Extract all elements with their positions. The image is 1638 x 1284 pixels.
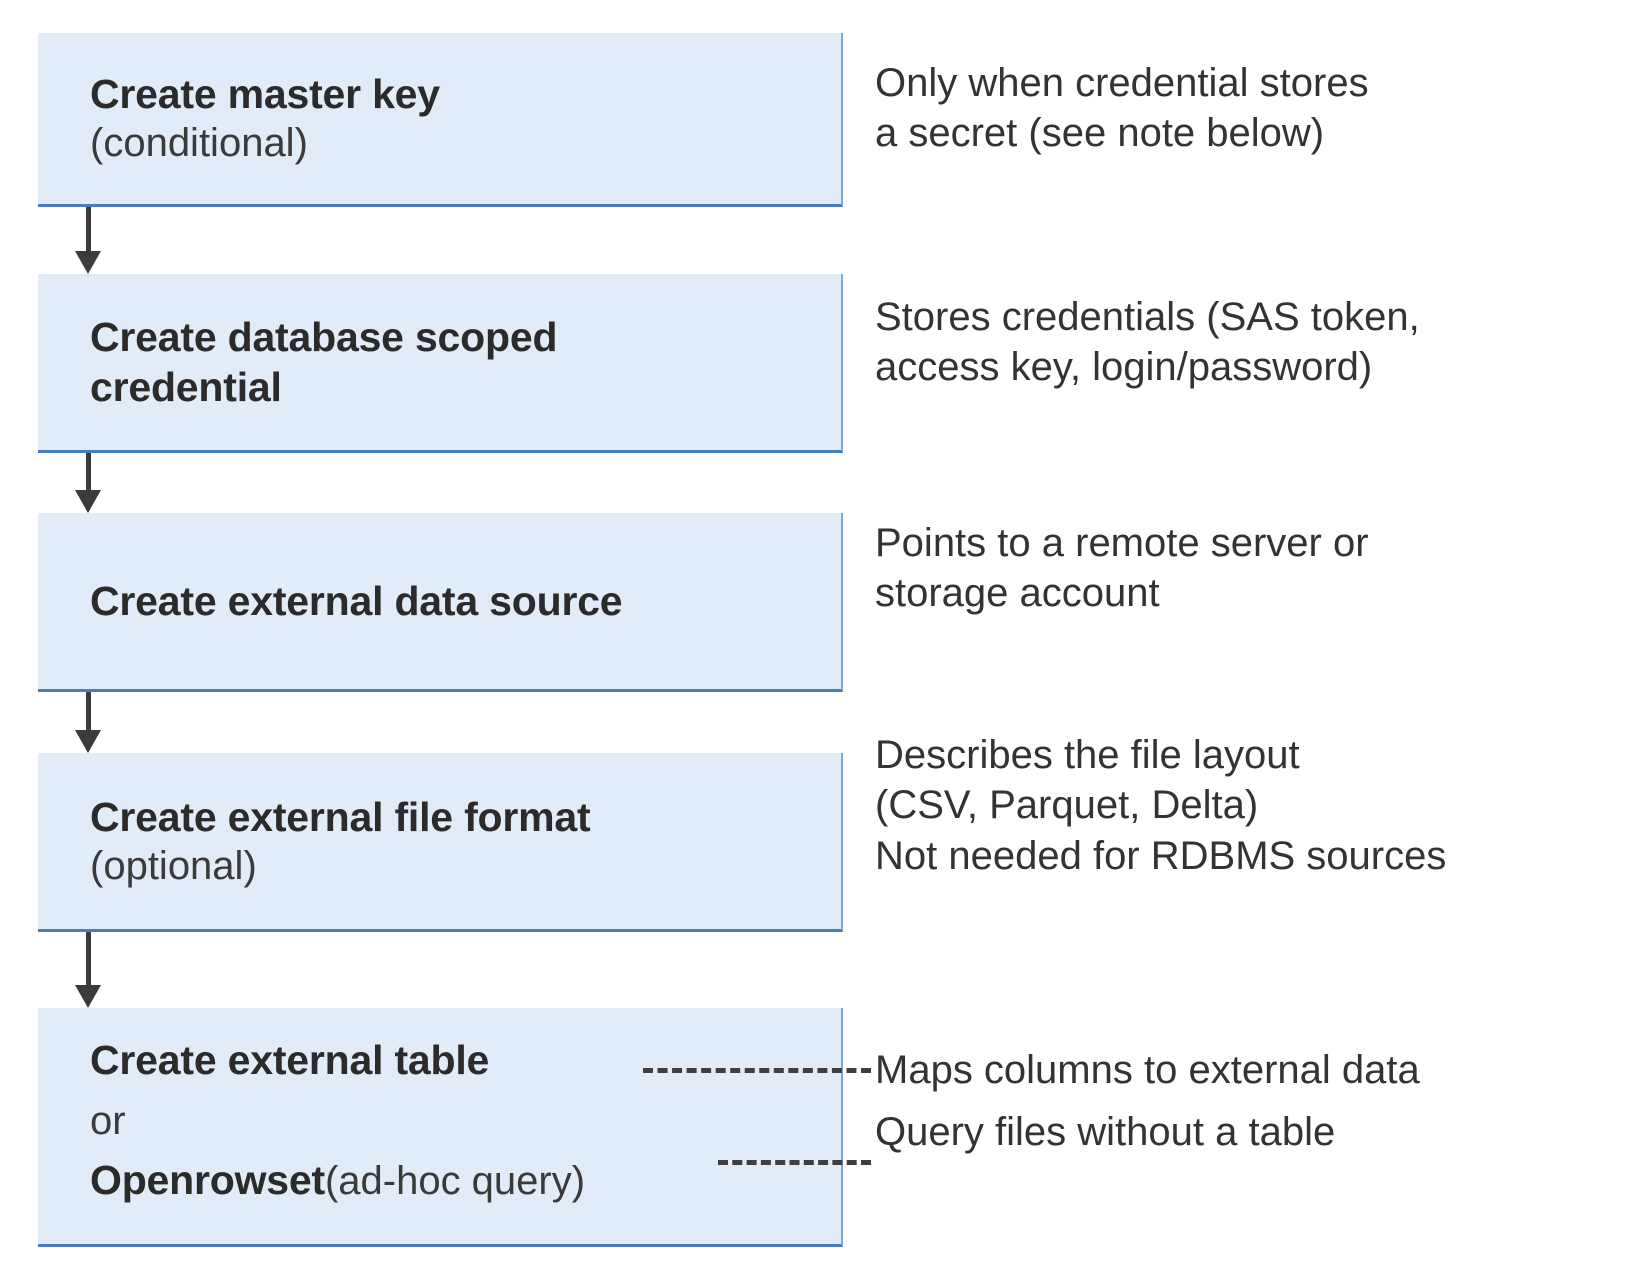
step-separator-row: or: [90, 1097, 823, 1155]
step-title: Create external file format: [90, 793, 591, 840]
step-title: Create external data source: [90, 577, 623, 624]
step-alt-title-row: Openrowset (ad-hoc query): [90, 1155, 823, 1217]
note-openrowset: Query files without a table: [875, 1110, 1336, 1154]
step-title-line-1: Create database scoped: [90, 313, 558, 360]
step-title-row: Create external table: [90, 1035, 823, 1097]
step-box-create-external-file-format[interactable]: Create external file format (optional): [38, 753, 843, 932]
arrow-head-icon: [75, 985, 101, 1008]
note-create-external-data-source: Points to a remote server or storage acc…: [875, 521, 1369, 616]
step-subtitle: (optional): [90, 843, 257, 888]
note-create-database-scoped-credential: Stores credentials (SAS token, access ke…: [875, 295, 1420, 390]
step-subtitle: (conditional): [90, 121, 308, 166]
dashed-connector-openrowset: [718, 1160, 871, 1165]
arrow-shaft: [86, 932, 91, 987]
note-create-external-table: Maps columns to external data: [875, 1048, 1420, 1092]
step-box-create-database-scoped-credential[interactable]: Create database scoped credential: [38, 274, 843, 453]
step-box-create-master-key[interactable]: Create master key (conditional): [38, 33, 843, 207]
flow-arrow-2-to-3: [75, 453, 101, 514]
arrow-shaft: [86, 453, 91, 492]
step-title: Create external table: [90, 1037, 490, 1083]
flow-arrow-3-to-4: [75, 692, 101, 754]
step-box-create-external-data-source[interactable]: Create external data source: [38, 513, 843, 692]
note-create-external-file-format: Describes the file layout (CSV, Parquet,…: [875, 733, 1447, 878]
dashed-connector-external-table: [643, 1068, 871, 1073]
arrow-shaft: [86, 692, 91, 732]
step-alt-suffix: (ad-hoc query): [324, 1159, 586, 1203]
arrow-head-icon: [75, 730, 101, 753]
step-separator: or: [90, 1099, 126, 1143]
arrow-head-icon: [75, 251, 101, 274]
step-alt-title: Openrowset: [90, 1157, 325, 1203]
step-box-create-external-table-or-openrowset[interactable]: Create external table or Openrowset (ad-…: [38, 1008, 843, 1247]
arrow-shaft: [86, 207, 91, 253]
arrow-head-icon: [75, 490, 101, 513]
step-title: Create master key: [90, 71, 440, 118]
flow-arrow-4-to-5: [75, 932, 101, 1009]
step-title-line-2: credential: [90, 364, 282, 410]
flow-arrow-1-to-2: [75, 207, 101, 275]
note-create-master-key: Only when credential stores a secret (se…: [875, 61, 1369, 156]
